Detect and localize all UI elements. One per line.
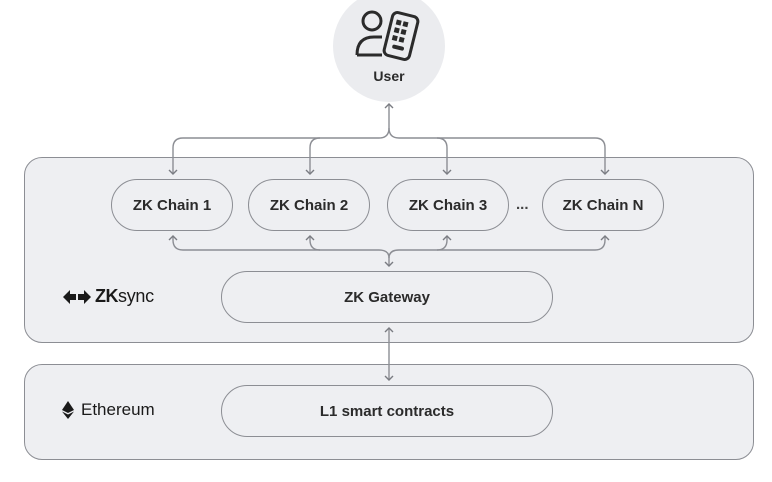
bottom-bus-left (168, 235, 394, 267)
chains-ellipsis: ... (516, 196, 529, 213)
bottom-bus-right (388, 235, 610, 259)
l1-smart-contracts-node: L1 smart contracts (221, 385, 553, 437)
zk-chain-n-node: ZK Chain N (542, 179, 664, 231)
zksync-arrows-icon (63, 289, 91, 304)
zk-chain-1-node: ZK Chain 1 (111, 179, 233, 231)
ethereum-diamond-icon (62, 401, 74, 419)
zksync-brand-light: sync (118, 286, 154, 306)
ethereum-label: Ethereum (81, 400, 155, 419)
user-with-phone-icon (355, 10, 420, 61)
ethereum-label-group: Ethereum (62, 400, 155, 420)
bottom-branch-chain3 (436, 235, 452, 251)
user-node: User (333, 0, 445, 102)
zk-gateway-node: ZK Gateway (221, 271, 553, 323)
zksync-brand-bold: ZK (95, 286, 119, 306)
top-bus-right (388, 127, 610, 175)
top-bus-left (168, 127, 390, 175)
top-branch-chain2 (305, 137, 321, 175)
zk-chain-3-node: ZK Chain 3 (387, 179, 509, 231)
top-branch-chain3 (436, 137, 452, 175)
bottom-branch-chain2 (305, 235, 321, 251)
user-label: User (373, 68, 405, 84)
zk-chain-2-node: ZK Chain 2 (248, 179, 370, 231)
